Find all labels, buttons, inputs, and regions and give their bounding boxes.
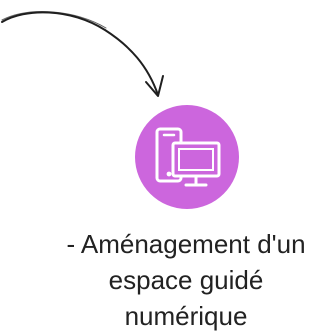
desktop-and-tablet-icon	[135, 105, 239, 209]
device-icon-badge	[135, 105, 239, 209]
curved-arrow-icon	[1, 11, 164, 97]
caption-line-3: numérique	[124, 301, 248, 331]
caption-line-2: espace guidé	[108, 265, 264, 295]
caption-line-1: - Aménagement d'un	[66, 229, 306, 259]
caption-text: - Aménagement d'un espace guidé numériqu…	[40, 226, 332, 334]
